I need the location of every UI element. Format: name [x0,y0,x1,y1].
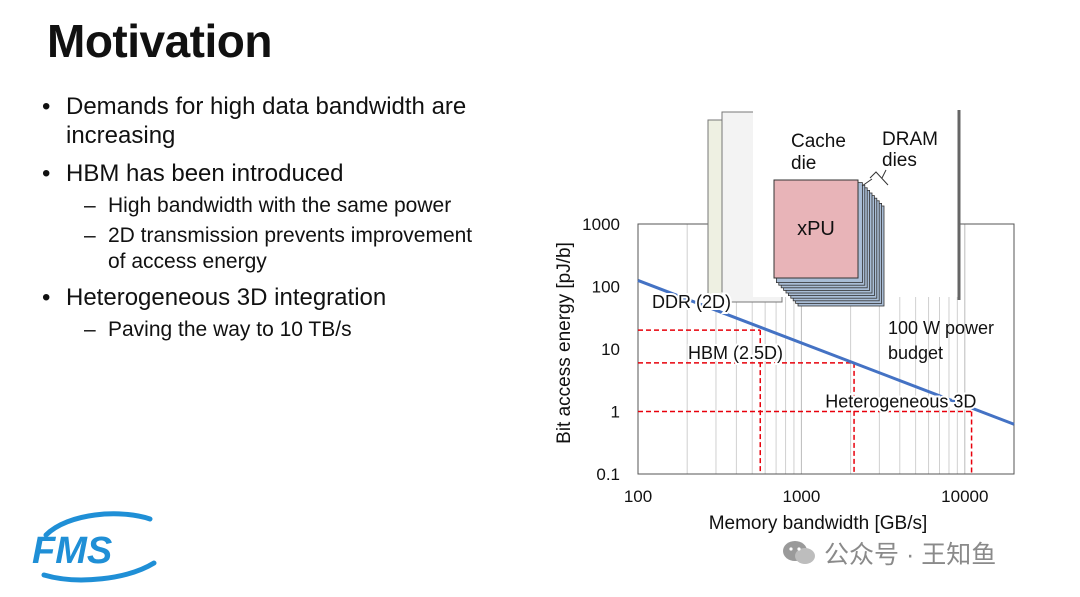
hbm-stack-diagram: xPU Cache die DRAM dies [707,102,961,307]
bullet-3: Heterogeneous 3D integration [42,283,562,312]
y-axis-label: Bit access energy [pJ/b] [554,242,575,444]
marker-lines [638,329,973,474]
sub-bullet-2-1: –High bandwidth with the same power [84,194,452,217]
logo-swoosh-top [43,511,153,538]
bullet-2: HBM has been introduced [42,159,562,188]
xpu-die [773,179,859,279]
x-tick-label: 100 [624,487,652,506]
series-line [637,279,1015,426]
y-tick-label: 0.1 [596,465,620,484]
series-layer [637,279,1015,426]
xpu-label: xPU [797,218,835,240]
marker-label: HBM (2.5D) [688,343,783,363]
dram-label-line2: dies [882,150,917,171]
marker-label: Heterogeneous 3D [825,392,976,412]
dram-bracket [869,171,889,186]
cache-pointer [861,178,873,187]
y-tick-label: 100 [592,278,620,297]
marker-label: DDR (2D) [652,292,731,312]
cache-label-line1: Cache [791,131,846,152]
watermark-text: 公众号 · 王知鱼 [824,541,997,569]
annotation-line1: 100 W power [888,318,994,338]
dram-pointer [881,169,887,179]
y-tick-label: 1 [611,403,620,422]
y-tick-label: 10 [601,340,620,359]
logo-swoosh-bottom [41,560,157,583]
slide-title: Motivation [47,15,272,67]
sub-bullet-3-1: –Paving the way to 10 TB/s [84,318,352,341]
dram-label-line1: DRAM [882,129,938,150]
x-axis-label: Memory bandwidth [GB/s] [709,513,928,534]
fms-logo: FMS [32,511,157,583]
watermark: 公众号 · 王知鱼 [782,535,996,571]
wechat-icon [783,541,815,564]
x-tick-label: 10000 [941,487,988,506]
bullet-list: Demands for high data bandwidth areincre… [42,92,562,351]
y-tick-label: 1000 [582,215,620,234]
logo-text: FMS [32,530,112,572]
bullet-1: Demands for high data bandwidth areincre… [42,92,562,150]
annotation-line2: budget [888,343,943,363]
cache-label-line2: die [791,153,816,174]
x-tick-label: 1000 [782,487,820,506]
